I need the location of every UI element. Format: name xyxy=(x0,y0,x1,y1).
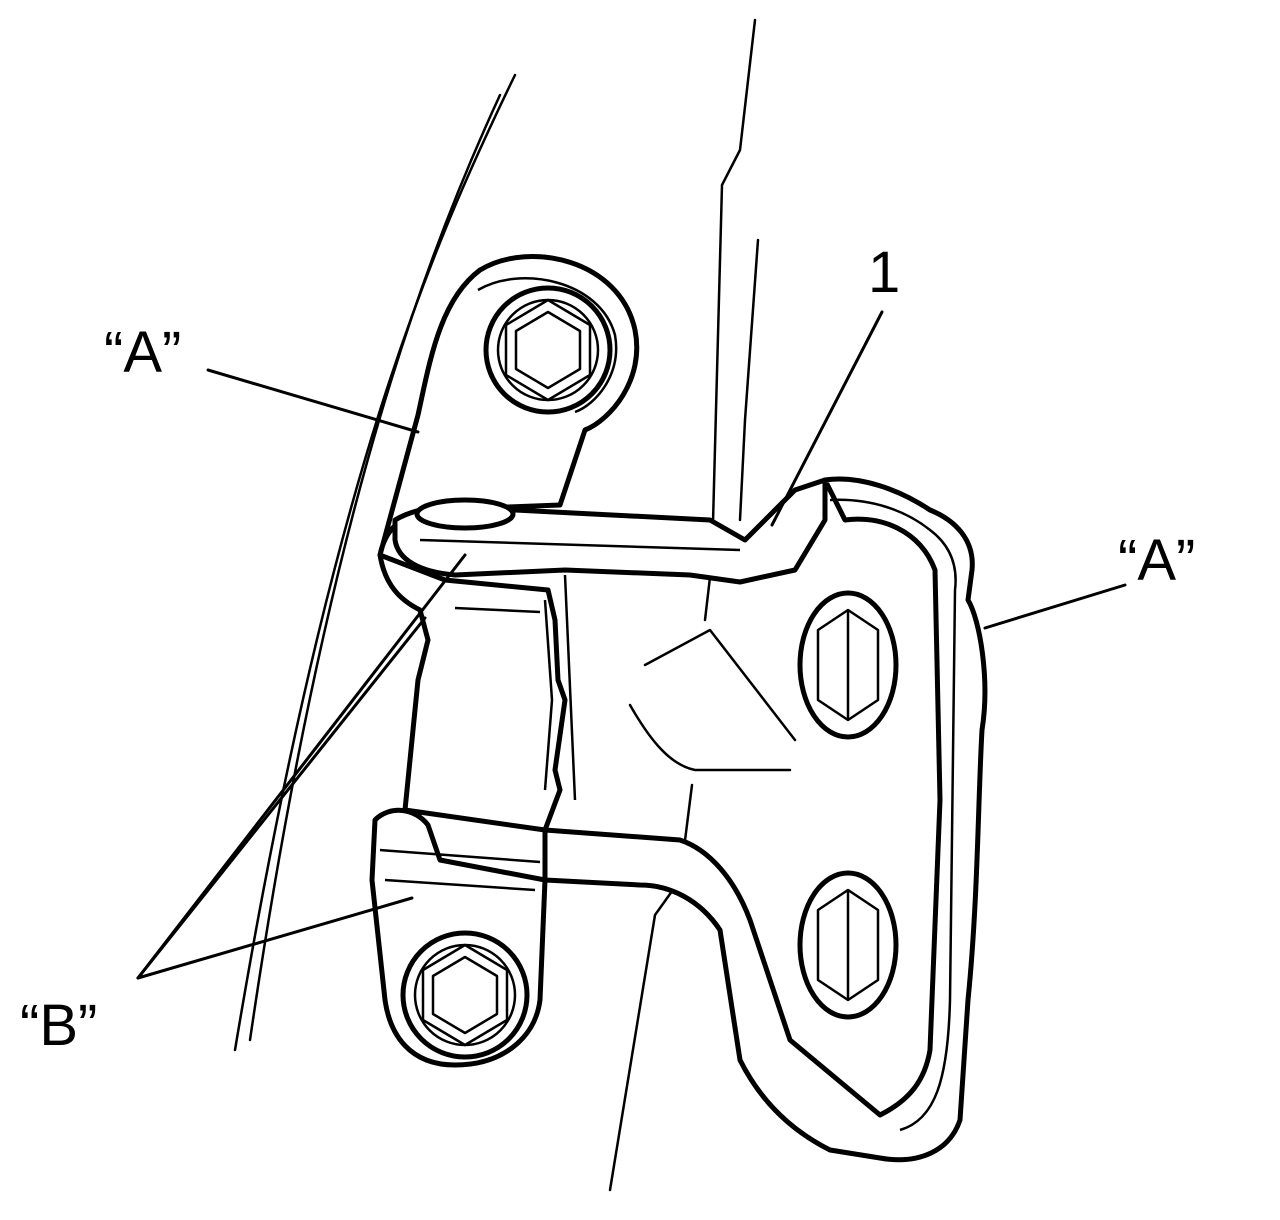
plate-crease-lines xyxy=(628,628,797,772)
hinge-pin-barrel xyxy=(377,552,577,833)
callout-a-right: “A” xyxy=(1118,528,1195,593)
callout-a-left: “A” xyxy=(104,320,181,385)
leader-lines xyxy=(136,310,1127,980)
upper-bolt xyxy=(483,285,613,415)
plate-lower-bolt xyxy=(797,870,899,1020)
lower-bolt xyxy=(400,930,530,1060)
body-panel-edges xyxy=(233,18,760,1192)
door-mounting-plate xyxy=(542,476,988,1163)
callout-b: “B” xyxy=(20,993,97,1058)
callout-part-1: 1 xyxy=(868,240,900,305)
plate-upper-bolt xyxy=(797,590,899,740)
